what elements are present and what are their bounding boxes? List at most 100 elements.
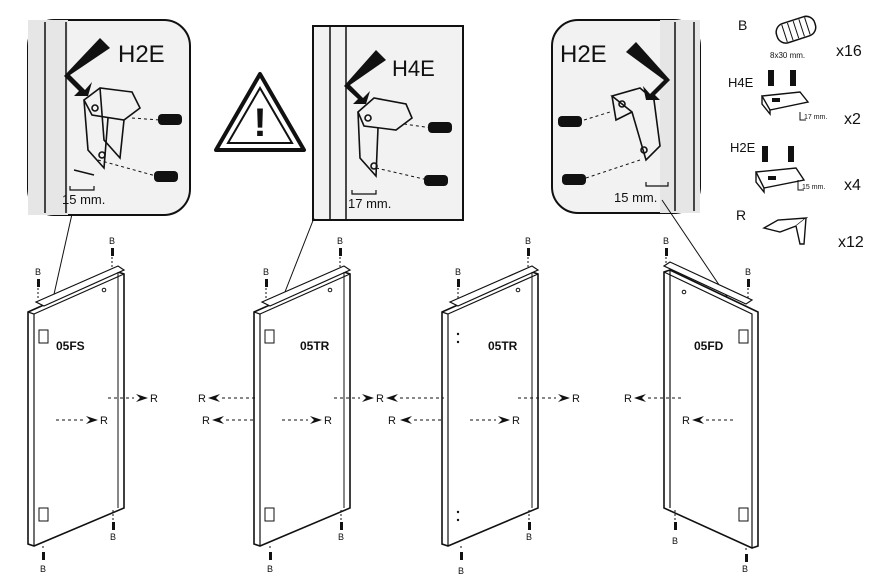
part-qty: x12	[838, 234, 864, 251]
svg-text:B: B	[267, 564, 273, 574]
part-qty: x16	[836, 43, 862, 60]
svg-text:R: R	[100, 415, 108, 427]
dowel-marker-bottom-right: B	[742, 548, 748, 574]
down-arrow-icon	[64, 38, 110, 96]
svg-text:R: R	[198, 393, 206, 405]
support-markers: R R R R R R R R R R R	[56, 393, 734, 427]
screw-icon	[375, 122, 452, 186]
panel-label: 05TR	[488, 339, 518, 353]
side-panel: 05TR	[253, 265, 352, 547]
callout-dimension: 17 mm.	[348, 196, 391, 211]
warning-triangle-icon: !	[214, 72, 306, 152]
dowel-marker-top-right: B	[109, 236, 115, 268]
callout-dimension: 15 mm.	[62, 192, 105, 207]
dowel-marker-top-left: B	[663, 236, 669, 264]
svg-text:B: B	[745, 267, 751, 277]
screw-icon	[97, 114, 182, 182]
dowel-marker-top-left: B	[35, 267, 41, 300]
svg-text:B: B	[338, 532, 344, 542]
callout-code: H2E	[118, 41, 165, 68]
svg-text:B: B	[672, 536, 678, 546]
support-marker: R	[202, 415, 256, 427]
side-panel: 05FS	[27, 265, 126, 547]
hinge-bracket-icon	[760, 70, 810, 121]
support-marker: R	[518, 393, 580, 405]
dowel-marker-bottom-right: B	[338, 510, 344, 542]
svg-text:R: R	[512, 415, 520, 427]
support-marker: R	[198, 393, 256, 405]
support-marker: R	[470, 415, 520, 427]
svg-text:B: B	[663, 236, 669, 246]
dowel-marker-bottom-right: B	[110, 510, 116, 542]
svg-text:R: R	[388, 415, 396, 427]
panel-label: 05FD	[694, 339, 724, 353]
dowel-marker-bottom-left: B	[672, 510, 678, 546]
down-arrow-icon	[344, 50, 386, 104]
svg-text:R: R	[682, 415, 690, 427]
svg-text:B: B	[109, 236, 115, 246]
svg-text:B: B	[337, 236, 343, 246]
dowel-marker-top-left: B	[263, 267, 269, 300]
dowel-marker-top-left: B	[455, 267, 461, 300]
screw-icon	[558, 111, 641, 185]
support-marker	[386, 394, 444, 402]
side-panel: 05TR	[441, 265, 540, 547]
panel-label: 05TR	[300, 339, 330, 353]
support-marker: R	[282, 415, 332, 427]
part-qty: x2	[844, 111, 861, 128]
svg-text:B: B	[742, 564, 748, 574]
dowel-marker-top-right: B	[337, 236, 343, 268]
svg-text:B: B	[525, 236, 531, 246]
callout-code: H4E	[392, 56, 435, 81]
svg-text:B: B	[35, 267, 41, 277]
part-qty: x4	[844, 177, 861, 194]
svg-text:B: B	[455, 267, 461, 277]
panel-label: 05FS	[56, 339, 85, 353]
svg-text:R: R	[324, 415, 332, 427]
hinge-bracket-icon	[754, 146, 806, 194]
shelf-support-icon	[762, 217, 809, 245]
dowel-marker-top-right: B	[745, 267, 751, 300]
callout-left: H2E 15 mm.	[27, 19, 191, 216]
callout-code: H2E	[560, 41, 607, 68]
hinge-bracket-icon	[73, 87, 142, 176]
callout-middle: H4E 17 mm.	[312, 25, 464, 221]
part-letter: B	[738, 17, 747, 33]
svg-text:B: B	[110, 532, 116, 542]
support-marker: R	[682, 415, 734, 427]
part-letter: H2E	[730, 140, 756, 155]
dowel-markers: B B B B B B B B B B B B B B B B	[35, 236, 751, 576]
svg-text:R: R	[376, 393, 384, 405]
support-marker: R	[334, 393, 384, 405]
hinge-bracket-icon	[357, 97, 413, 179]
warning-glyph: !	[253, 101, 266, 145]
svg-text:R: R	[150, 393, 158, 405]
support-marker: R	[56, 415, 108, 427]
svg-text:R: R	[572, 393, 580, 405]
part-spec: 15 mm.	[802, 184, 825, 191]
dowel-marker-top-right: B	[525, 236, 531, 268]
part-letter: H4E	[728, 75, 754, 90]
part-letter: R	[736, 207, 746, 223]
dowel-marker-bottom-right: B	[526, 510, 532, 542]
dowel-icon	[775, 15, 817, 44]
callout-right: H2E 15 mm.	[551, 19, 701, 214]
svg-text:R: R	[202, 415, 210, 427]
dowel-marker-bottom-left: B	[267, 546, 273, 574]
svg-text:B: B	[40, 564, 46, 574]
down-arrow-icon	[626, 42, 670, 100]
svg-text:B: B	[263, 267, 269, 277]
side-panel: 05FD	[662, 261, 759, 549]
support-marker: R	[388, 415, 444, 427]
support-marker: R	[108, 393, 158, 405]
part-spec: 8x30 mm.	[770, 51, 805, 60]
dowel-marker-bottom-left: B	[40, 546, 46, 574]
callout-dimension: 15 mm.	[614, 190, 657, 205]
dowel-marker-bottom-left: B	[458, 546, 464, 576]
svg-text:R: R	[624, 393, 632, 405]
svg-text:B: B	[458, 566, 464, 576]
support-marker: R	[624, 393, 684, 405]
svg-text:B: B	[526, 532, 532, 542]
hinge-bracket-icon	[610, 87, 661, 162]
